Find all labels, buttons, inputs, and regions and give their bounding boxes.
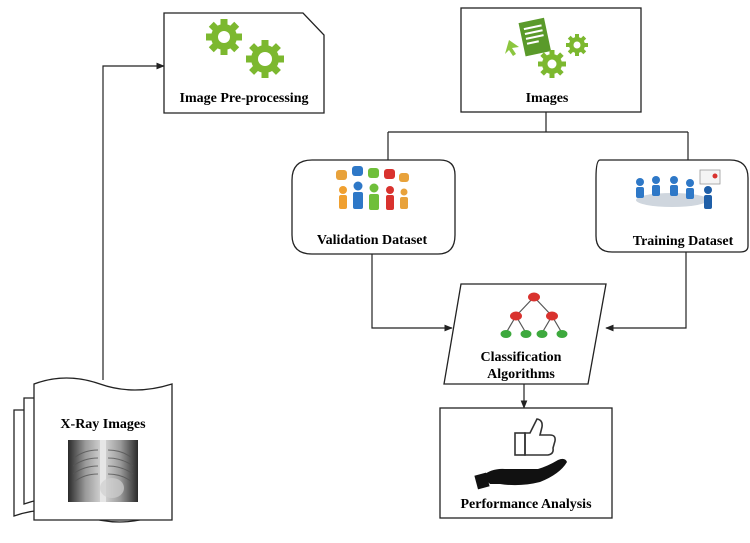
training-label: Training Dataset [633, 234, 734, 249]
classification-label-line1: Classification [481, 350, 562, 365]
training-node: Training Dataset [595, 159, 749, 253]
xray-to-preprocessing-arrow [102, 62, 165, 380]
validation-label: Validation Dataset [317, 233, 428, 248]
classification-label-line2: Algorithms [487, 367, 555, 382]
xray-label: X-Ray Images [60, 417, 146, 432]
meeting-people-icon [636, 169, 721, 209]
classification-node: Classification Algorithms [443, 283, 607, 385]
document-gears-icon [505, 17, 588, 78]
connectors [102, 62, 689, 409]
performance-node: Performance Analysis [439, 407, 613, 519]
tree-hierarchy-icon [500, 292, 568, 338]
performance-label: Performance Analysis [460, 497, 592, 512]
xray-node: X-Ray Images [13, 377, 173, 523]
validation-node: Validation Dataset [291, 159, 456, 255]
people-questions-icon [336, 166, 409, 210]
chest-xray-image [68, 440, 138, 502]
preprocessing-node: Image Pre-processing [163, 12, 325, 114]
images-label: Images [526, 91, 569, 106]
images-node: Images [460, 7, 642, 113]
preprocessing-label: Image Pre-processing [180, 91, 309, 106]
training-to-classification-arrow [605, 252, 687, 332]
hand-thumbs-up-icon [474, 418, 567, 490]
gears-icon [206, 19, 284, 78]
validation-to-classification-arrow [371, 254, 453, 332]
